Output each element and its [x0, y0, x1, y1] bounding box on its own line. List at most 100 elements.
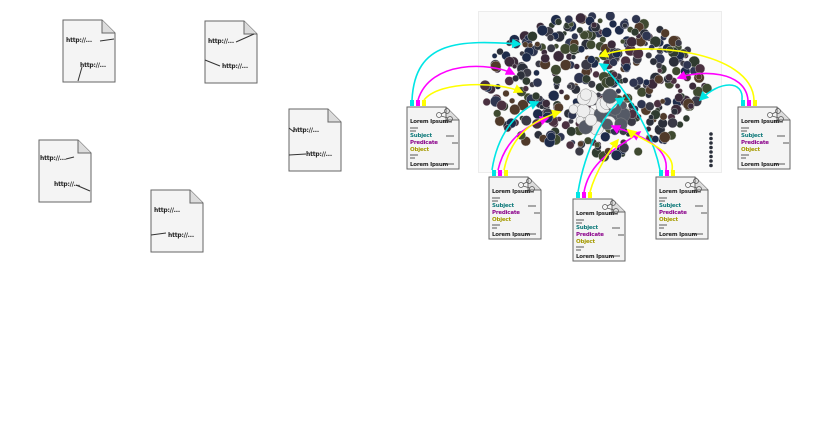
rdf-object: Object: [576, 239, 595, 245]
dataset-bubble: [512, 74, 520, 82]
dataset-bubble: [674, 83, 681, 89]
rdf-graph-icon: [602, 200, 619, 214]
dataset-bubble: [573, 63, 580, 70]
rdf-predicate: Predicate: [576, 232, 604, 238]
dataset-bubble: [630, 28, 639, 37]
dataset-bubble: [671, 108, 679, 116]
web-document-5: http://... http://...: [150, 189, 204, 253]
link-arrow: [503, 109, 562, 171]
rdf-object: Object: [659, 217, 678, 223]
dataset-bubble: [600, 131, 611, 142]
legend-swatch: [709, 145, 713, 150]
link-arrow: [411, 38, 522, 101]
dataset-bubble: [584, 114, 598, 127]
legend-swatch: [709, 150, 713, 154]
dataset-bubble: [482, 97, 491, 106]
rdf-predicate: Predicate: [741, 140, 769, 146]
dataset-bubble: [527, 42, 534, 48]
object-bar: [588, 192, 592, 198]
rdf-subject: Subject: [410, 133, 432, 139]
web-document-4: http://... http://...: [38, 139, 92, 203]
dataset-bubble: [496, 100, 507, 111]
object-bar: [753, 100, 757, 106]
legend-swatch: [709, 159, 713, 163]
dataset-bubble: [605, 11, 616, 21]
dataset-bubble: [579, 88, 592, 101]
link-arrow: [497, 116, 550, 171]
rdf-object: Object: [492, 217, 511, 223]
dataset-bubble: [651, 135, 660, 143]
dataset-bubble: [558, 89, 565, 95]
rdf-footer: Lorem Ipsum: [659, 232, 698, 238]
rdf-footer: Lorem Ipsum: [492, 232, 531, 238]
dataset-bubble: [564, 15, 574, 24]
dataset-bubble: [496, 47, 504, 56]
rdf-predicate: Predicate: [492, 210, 520, 216]
dataset-bubble: [554, 18, 563, 26]
dataset-bubble: [622, 63, 631, 72]
dataset-bubble: [626, 36, 637, 48]
rdf-predicate: Predicate: [659, 210, 687, 216]
object-bar: [671, 170, 675, 176]
rdf-header: Lorem Ipsum: [492, 189, 531, 195]
dataset-bubble: [533, 69, 540, 77]
url-label: http://...: [40, 155, 66, 162]
link-arrow: [698, 84, 743, 102]
rdf-object: Object: [741, 147, 760, 153]
subject-bar: [659, 170, 663, 176]
link-arrow: [491, 100, 540, 171]
dataset-bubble: [534, 41, 541, 48]
dataset-bubble: [649, 57, 658, 66]
dataset-bubble: [566, 83, 573, 90]
dataset-bubble: [609, 58, 618, 67]
rdf-graph-icon: [518, 178, 535, 192]
web-document-1: http://... http://...: [62, 19, 116, 83]
dataset-bubble: [493, 109, 502, 118]
dataset-bubble: [548, 90, 560, 102]
rdf-footer: Lorem Ipsum: [410, 162, 449, 168]
dataset-bubble: [546, 44, 556, 53]
link-arrow: [589, 138, 619, 193]
subject-bar: [576, 192, 580, 198]
legend-swatch: [709, 141, 713, 145]
rdf-footer: Lorem Ipsum: [576, 254, 615, 260]
dataset-bubble: [648, 114, 654, 120]
dataset-bubble: [668, 56, 680, 68]
dataset-bubble: [582, 74, 591, 84]
link-arrow: [610, 125, 667, 171]
dataset-bubble: [667, 117, 678, 129]
dataset-bubble: [540, 53, 550, 64]
predicate-bar: [665, 170, 669, 176]
dataset-bubble: [574, 146, 584, 156]
dataset-bubble: [509, 104, 521, 116]
dataset-bubble: [645, 52, 653, 59]
dataset-bubble: [546, 132, 556, 142]
rdf-header: Lorem Ipsum: [576, 211, 615, 217]
dataset-bubble: [570, 54, 577, 60]
dataset-bubble-cloud: [479, 11, 713, 168]
rdf-predicate: Predicate: [410, 140, 438, 146]
dataset-bubble: [577, 140, 584, 148]
triple-color-bars: [576, 192, 600, 198]
url-label: http://...: [306, 151, 332, 158]
dataset-bubble: [687, 102, 695, 110]
rdf-subject: Subject: [492, 203, 514, 209]
dataset-bubble: [659, 98, 666, 105]
rdf-graph-icon: [685, 178, 702, 192]
dataset-bubble: [629, 78, 639, 88]
predicate-bar: [416, 100, 420, 106]
rdf-subject: Subject: [576, 225, 598, 231]
dataset-bubble: [682, 114, 691, 123]
dataset-bubble: [620, 38, 626, 45]
predicate-bar: [747, 100, 751, 106]
subject-bar: [492, 170, 496, 176]
dataset-bubble: [576, 26, 584, 34]
rdf-graph-icon: [436, 108, 453, 122]
document-icon: [655, 176, 709, 240]
dataset-bubble: [569, 43, 579, 54]
link-arrow: [417, 65, 516, 101]
document-icon: [572, 198, 626, 262]
